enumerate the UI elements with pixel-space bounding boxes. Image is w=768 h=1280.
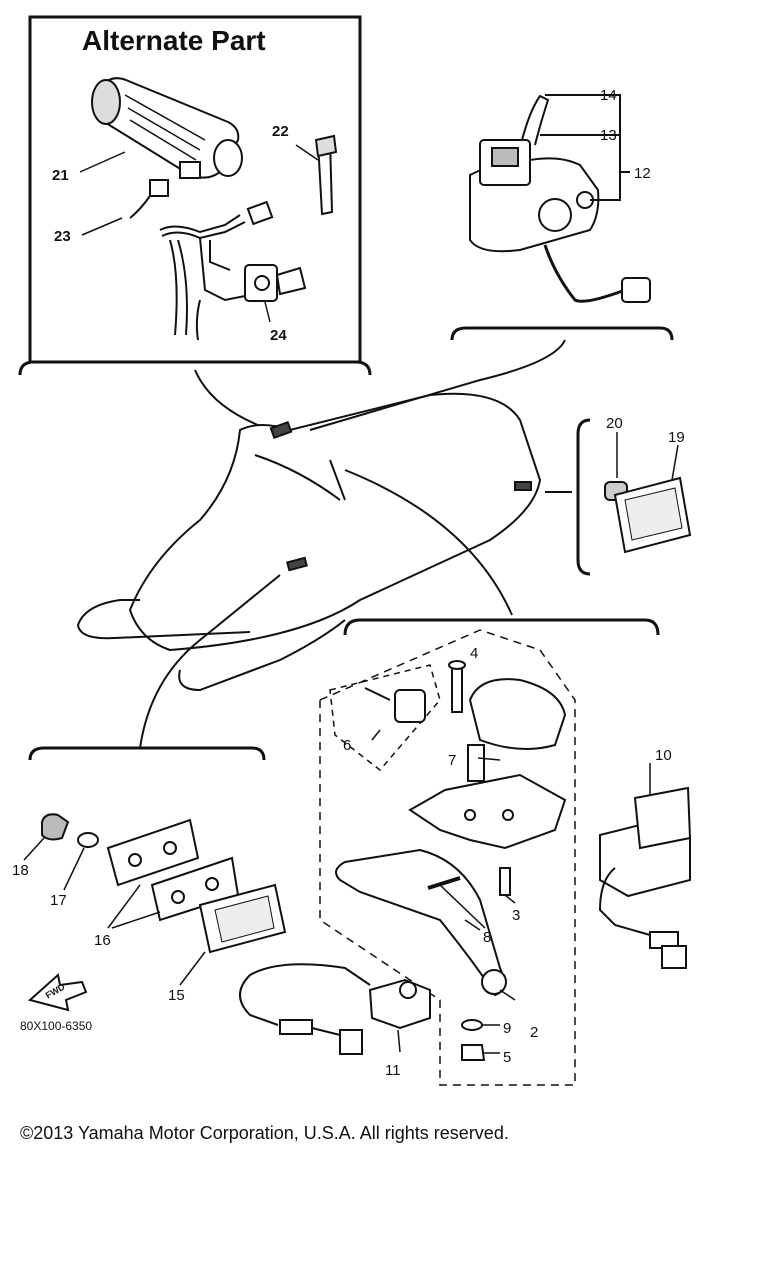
callout-19: 19 xyxy=(668,429,685,446)
throttle-housing-group xyxy=(450,94,674,341)
callout-20: 20 xyxy=(606,415,623,432)
grip-switch-part xyxy=(244,264,307,302)
callout-18: 18 xyxy=(12,862,29,879)
callout-17: 17 xyxy=(50,892,67,909)
heated-grip-part xyxy=(91,77,243,179)
callout-11: 11 xyxy=(385,1062,401,1079)
callout-14: 14 xyxy=(600,87,617,104)
callout-8: 8 xyxy=(483,929,491,946)
alternate-part-inset: Alternate Part 21 22 xyxy=(18,15,372,376)
callout-2: 2 xyxy=(530,1024,538,1041)
callout-7: 7 xyxy=(448,752,456,769)
callout-10: 10 xyxy=(655,747,672,764)
callout-22: 22 xyxy=(272,123,289,140)
reflector-group xyxy=(576,418,692,576)
brake-lever-assembly xyxy=(239,618,692,1086)
callout-12: 12 xyxy=(634,165,651,182)
inset-title: Alternate Part xyxy=(82,25,266,56)
callout-9: 9 xyxy=(503,1020,511,1037)
callout-15: 15 xyxy=(168,987,185,1004)
callout-6: 6 xyxy=(343,737,351,754)
callout-5: 5 xyxy=(503,1049,511,1066)
callout-21: 21 xyxy=(52,167,69,184)
tie-strap-part xyxy=(314,134,338,216)
snowmobile-body xyxy=(76,339,572,749)
wire-harness-part xyxy=(129,179,274,341)
copyright-notice: ©2013 Yamaha Motor Corporation, U.S.A. A… xyxy=(20,1123,509,1143)
fwd-arrow-icon xyxy=(27,973,88,1012)
callout-16: 16 xyxy=(94,932,111,949)
diagram-code: 80X100-6350 xyxy=(20,1019,92,1033)
left-parts-group xyxy=(23,746,287,1012)
callout-3: 3 xyxy=(512,907,520,924)
callout-4: 4 xyxy=(470,645,478,662)
exploded-view-drawing: Alternate Part 21 22 xyxy=(12,15,692,1086)
callout-23: 23 xyxy=(54,228,71,245)
callout-24: 24 xyxy=(270,327,287,344)
callout-13: 13 xyxy=(600,127,617,144)
